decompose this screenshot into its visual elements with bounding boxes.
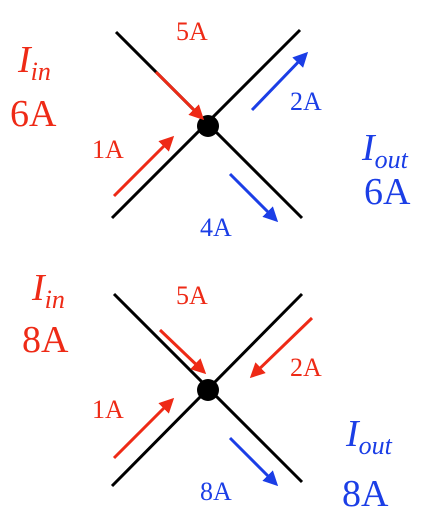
in-subscript: in xyxy=(45,285,65,314)
out-subscript: out xyxy=(375,145,409,174)
junction-diagram-2: 5A 1A 2A 8A Iin 8A Iout 8A xyxy=(22,267,393,515)
arrow-label-2a: 2A xyxy=(290,87,322,116)
input-current-total: 8A xyxy=(22,319,69,361)
input-current-symbol: Iin xyxy=(17,39,51,86)
in-subscript: in xyxy=(31,57,51,86)
output-current-total: 8A xyxy=(342,473,389,515)
output-current-total: 6A xyxy=(364,171,411,213)
arrow-label-1a: 1A xyxy=(92,395,124,424)
arrow-label-2a: 2A xyxy=(290,353,322,382)
arrow-label-4a: 4A xyxy=(200,213,232,242)
junction-node xyxy=(197,115,219,137)
current-arrow-2a xyxy=(250,51,309,112)
input-current-total: 6A xyxy=(10,93,57,135)
output-current-symbol: Iout xyxy=(361,127,409,174)
i-symbol: I xyxy=(361,127,377,169)
i-symbol: I xyxy=(345,413,361,455)
current-arrow-5a xyxy=(154,70,205,121)
current-arrow-2a xyxy=(249,316,314,379)
junction-diagram-1: 5A 1A 2A 4A Iin 6A Iout 6A xyxy=(10,17,411,242)
arrow-label-5a: 5A xyxy=(176,281,208,310)
current-arrow-4a xyxy=(228,172,279,223)
input-current-symbol: Iin xyxy=(31,267,65,314)
i-symbol: I xyxy=(31,267,47,309)
out-subscript: out xyxy=(359,431,393,460)
current-arrow-8a xyxy=(228,436,279,487)
arrow-label-8a: 8A xyxy=(200,477,232,506)
current-arrow-1a xyxy=(112,135,175,198)
arrow-label-5a: 5A xyxy=(176,17,208,46)
arrow-label-1a: 1A xyxy=(92,135,124,164)
junction-node xyxy=(197,379,219,401)
current-arrow-1a xyxy=(112,397,175,460)
output-current-symbol: Iout xyxy=(345,413,393,460)
i-symbol: I xyxy=(17,39,33,81)
current-arrow-5a xyxy=(158,328,207,375)
